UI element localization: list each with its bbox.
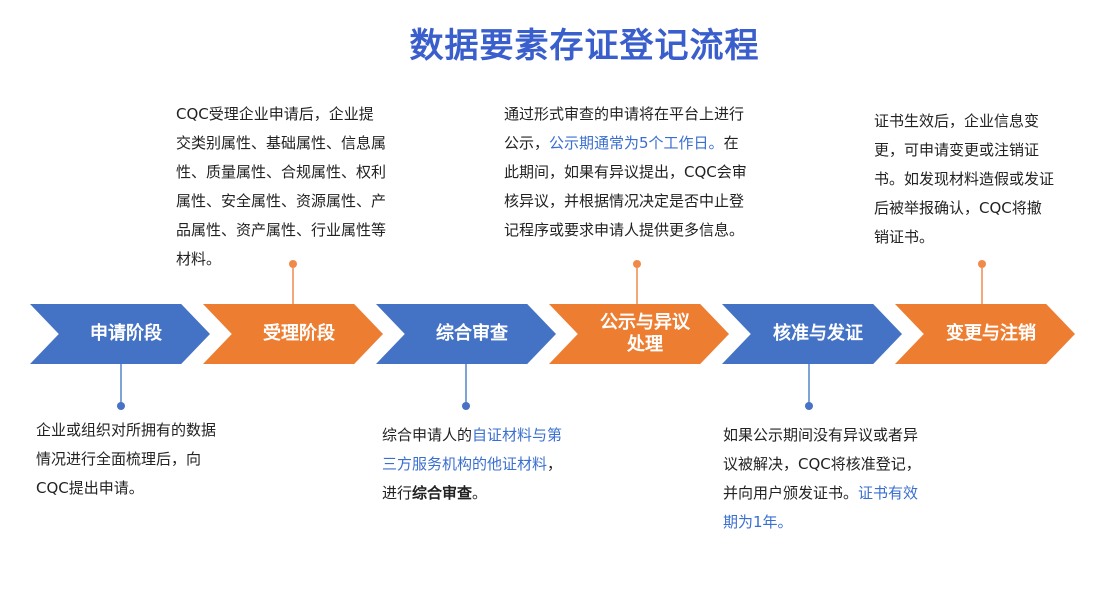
connector-dot-change: [978, 260, 986, 268]
step-application-label: 申请阶段: [90, 323, 162, 344]
desc-acceptance-text: CQC受理企业申请后，企业提交类别属性、基础属性、信息属性、质量属性、合规属性、…: [176, 105, 387, 268]
step-review: 综合审查: [376, 304, 556, 364]
desc-review-bold: 综合审查: [412, 484, 473, 502]
connector-line-publicity: [636, 268, 638, 306]
connector-dot-publicity: [633, 260, 641, 268]
page-title: 数据要素存证登记流程: [409, 26, 760, 66]
step-publicity-label: 公示与异议 处理: [600, 312, 690, 355]
connector-line-acceptance: [292, 268, 294, 306]
desc-approval-highlight: 证书有效期为1年。: [723, 484, 919, 531]
desc-publicity-highlight: 公示期通常为5个工作日。: [549, 134, 724, 152]
step-change: 变更与注销: [895, 304, 1075, 364]
step-approval: 核准与发证: [722, 304, 902, 364]
desc-publicity-text-1: 通过形式审查的申请将在平台上进行公示，: [504, 105, 745, 152]
desc-approval-text-1: 如果公示期间没有异议或者异议被解决，CQC将核准登记，并向用户颁发证书。: [723, 426, 921, 502]
desc-approval: 如果公示期间没有异议或者异议被解决，CQC将核准登记，并向用户颁发证书。证书有效…: [723, 421, 923, 537]
desc-review-highlight: 自证材料与第三方服务机构的他证材料: [382, 426, 563, 473]
desc-application: 企业或组织对所拥有的数据情况进行全面梳理后，向CQC提出申请。: [36, 416, 220, 503]
desc-review-text-2: ，进行: [382, 455, 563, 502]
step-acceptance-label: 受理阶段: [263, 323, 335, 344]
connector-line-approval: [808, 364, 810, 404]
desc-application-text: 企业或组织对所拥有的数据情况进行全面梳理后，向CQC提出申请。: [36, 421, 217, 497]
desc-change: 证书生效后，企业信息变更，可申请变更或注销证书。如发现材料造假或发证后被举报确认…: [874, 107, 1056, 252]
process-steps: 申请阶段 受理阶段 综合审查 公示与异议 处理 核准与发证 变更与注销: [30, 304, 1075, 364]
step-approval-label: 核准与发证: [773, 323, 863, 344]
connector-line-application: [120, 364, 122, 404]
connector-dot-approval: [805, 402, 813, 410]
desc-publicity: 通过形式审查的申请将在平台上进行公示，公示期通常为5个工作日。在此期间，如果有异…: [504, 100, 748, 245]
step-application: 申请阶段: [30, 304, 210, 364]
connector-dot-application: [117, 402, 125, 410]
connector-dot-review: [462, 402, 470, 410]
step-publicity: 公示与异议 处理: [549, 304, 729, 364]
step-change-label: 变更与注销: [946, 323, 1036, 344]
connector-line-change: [981, 268, 983, 306]
desc-review-text-1: 综合申请人的: [382, 426, 473, 444]
desc-review: 综合申请人的自证材料与第三方服务机构的他证材料，进行综合审查。: [382, 421, 566, 508]
desc-review-text-3: 。: [472, 484, 488, 502]
desc-acceptance: CQC受理企业申请后，企业提交类别属性、基础属性、信息属性、质量属性、合规属性、…: [176, 100, 388, 274]
desc-publicity-text-2: 在此期间，如果有异议提出，CQC会审核异议，并根据情况决定是否中止登记程序或要求…: [504, 134, 747, 239]
step-review-label: 综合审查: [436, 323, 508, 344]
connector-line-review: [465, 364, 467, 404]
desc-change-text: 证书生效后，企业信息变更，可申请变更或注销证书。如发现材料造假或发证后被举报确认…: [874, 112, 1055, 246]
connector-dot-acceptance: [289, 260, 297, 268]
step-acceptance: 受理阶段: [203, 304, 383, 364]
